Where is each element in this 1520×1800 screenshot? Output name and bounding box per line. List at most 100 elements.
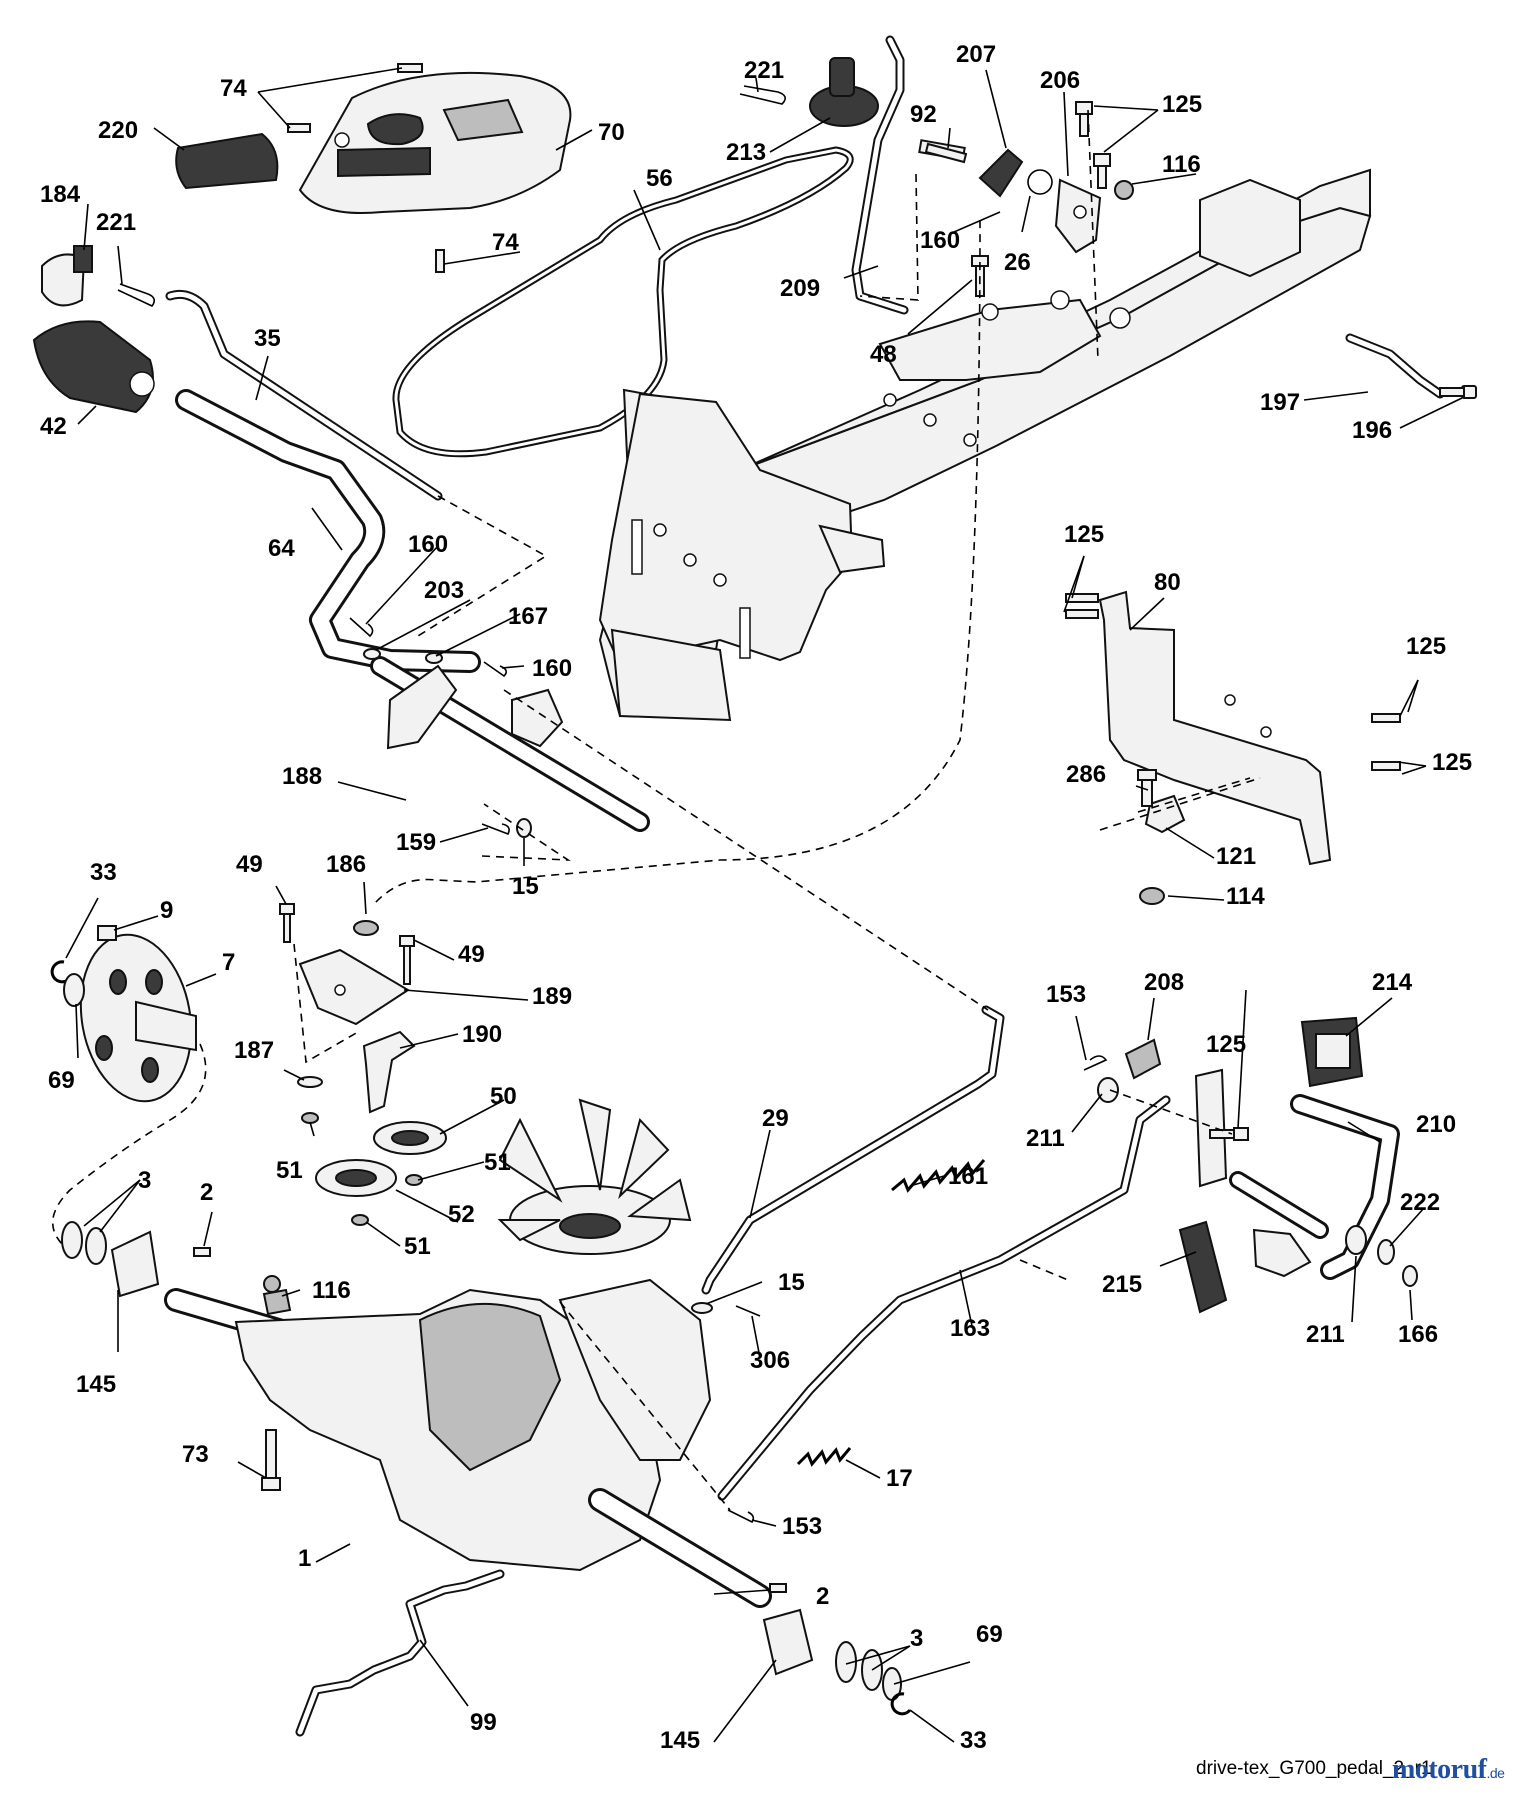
part-116-nut-left [262, 1288, 292, 1316]
label-part-188: 188 [282, 763, 322, 790]
label-part-3: 3 [138, 1167, 151, 1194]
label-part-166: 166 [1398, 1321, 1438, 1348]
label-part-29: 29 [762, 1105, 789, 1132]
label-part-206: 206 [1040, 67, 1080, 94]
part-125-bolts-top [1075, 101, 1111, 189]
part-9-bolt [97, 925, 117, 941]
part-166-clip [1402, 1265, 1418, 1287]
label-part-153: 153 [782, 1513, 822, 1540]
label-part-70: 70 [598, 119, 625, 146]
part-203-washer [363, 648, 381, 660]
label-part-15: 15 [778, 1269, 805, 1296]
label-part-73: 73 [182, 1441, 209, 1468]
part-51-nuts [301, 1112, 423, 1226]
label-part-26: 26 [1004, 249, 1031, 276]
label-part-125: 125 [1432, 749, 1472, 776]
label-part-92: 92 [910, 101, 937, 128]
part-35-rod [165, 289, 443, 501]
label-part-17: 17 [886, 1465, 913, 1492]
label-part-186: 186 [326, 851, 366, 878]
part-92-bolt [924, 142, 968, 164]
label-part-306: 306 [750, 1347, 790, 1374]
part-49-bolts [279, 903, 415, 985]
part-208-spring [1124, 1038, 1162, 1080]
part-74-screws [287, 63, 445, 273]
label-part-221: 221 [96, 209, 136, 236]
part-52-pulley [315, 1159, 397, 1197]
label-part-49: 49 [236, 851, 263, 878]
label-part-221: 221 [744, 57, 784, 84]
part-15-washer-mid [691, 1302, 713, 1314]
label-part-125: 125 [1206, 1031, 1246, 1058]
label-part-213: 213 [726, 139, 766, 166]
part-70-console-cover [298, 71, 572, 215]
label-part-2: 2 [816, 1583, 829, 1610]
label-part-9: 9 [160, 897, 173, 924]
part-211-bushings [1097, 1077, 1367, 1255]
part-213-knob [809, 57, 879, 127]
part-197-hook [1345, 333, 1445, 399]
label-part-160: 160 [408, 531, 448, 558]
part-7-wheel-hub [79, 933, 197, 1103]
label-part-2: 2 [200, 1179, 213, 1206]
label-part-15: 15 [512, 873, 539, 900]
label-part-286: 286 [1066, 761, 1106, 788]
label-part-74: 74 [492, 229, 519, 256]
label-part-209: 209 [780, 275, 820, 302]
part-33-clip-right [890, 1692, 912, 1716]
label-part-49: 49 [458, 941, 485, 968]
label-part-203: 203 [424, 577, 464, 604]
part-80-side-panel [1065, 590, 1401, 866]
part-184-knob [41, 245, 93, 307]
part-153-pin-bottom [727, 1509, 755, 1524]
part-214-pedal-pad [1300, 1016, 1364, 1088]
part-29-rod [701, 1005, 1005, 1295]
part-160-pins-middle [349, 617, 508, 678]
part-125-bolt-pedal [1209, 1127, 1249, 1141]
label-part-220: 220 [98, 117, 138, 144]
label-part-163: 163 [950, 1315, 990, 1342]
part-189-idler-bracket [298, 948, 410, 1026]
part-221-hair-pin-top [739, 85, 786, 105]
part-196-bolt [1439, 385, 1477, 399]
label-part-51: 51 [404, 1233, 431, 1260]
label-part-160: 160 [532, 655, 572, 682]
part-215-pedal-pad [1178, 1220, 1228, 1314]
label-part-196: 196 [1352, 417, 1392, 444]
part-26-spring-ring [1027, 169, 1053, 195]
label-part-99: 99 [470, 1709, 497, 1736]
part-145-bracket-right [762, 1608, 814, 1676]
label-part-145: 145 [76, 1371, 116, 1398]
part-210-pedal-arm [1194, 1068, 1400, 1280]
label-part-214: 214 [1372, 969, 1413, 996]
label-part-184: 184 [40, 181, 81, 208]
part-2-key-right [769, 1583, 787, 1593]
part-209-lift-rod [851, 35, 909, 315]
diagram-reference-code: drive-tex_G700_pedal_2_r1 [1196, 1758, 1432, 1779]
brand-name: motoruf [1392, 1754, 1487, 1785]
label-part-48: 48 [870, 341, 897, 368]
brand-logo[interactable]: motoruf.de [1392, 1754, 1505, 1786]
part-3-spacers-left [61, 1221, 107, 1265]
label-part-189: 189 [532, 983, 572, 1010]
label-part-207: 207 [956, 41, 996, 68]
label-part-161: 161 [948, 1163, 988, 1190]
label-part-160: 160 [920, 227, 960, 254]
label-part-210: 210 [1416, 1111, 1456, 1138]
part-286-bolt [1137, 769, 1157, 807]
part-56-drive-belt [392, 146, 854, 458]
label-part-159: 159 [396, 829, 436, 856]
part-220-grip-pad [175, 132, 279, 190]
label-part-211: 211 [1026, 1125, 1065, 1152]
label-part-7: 7 [222, 949, 235, 976]
label-part-222: 222 [1400, 1189, 1440, 1216]
part-number-labels: 74 220 70 74 184 221 35 42 56 221 213 92… [40, 41, 1472, 1754]
part-206-bracket [1054, 178, 1102, 254]
part-3-spacers-right [835, 1641, 883, 1691]
part-69-washer-left [63, 973, 85, 1007]
part-15-washer-top [516, 818, 532, 838]
part-1-transaxle [164, 1275, 772, 1608]
part-186-spacer [353, 920, 379, 936]
label-part-35: 35 [254, 325, 281, 352]
